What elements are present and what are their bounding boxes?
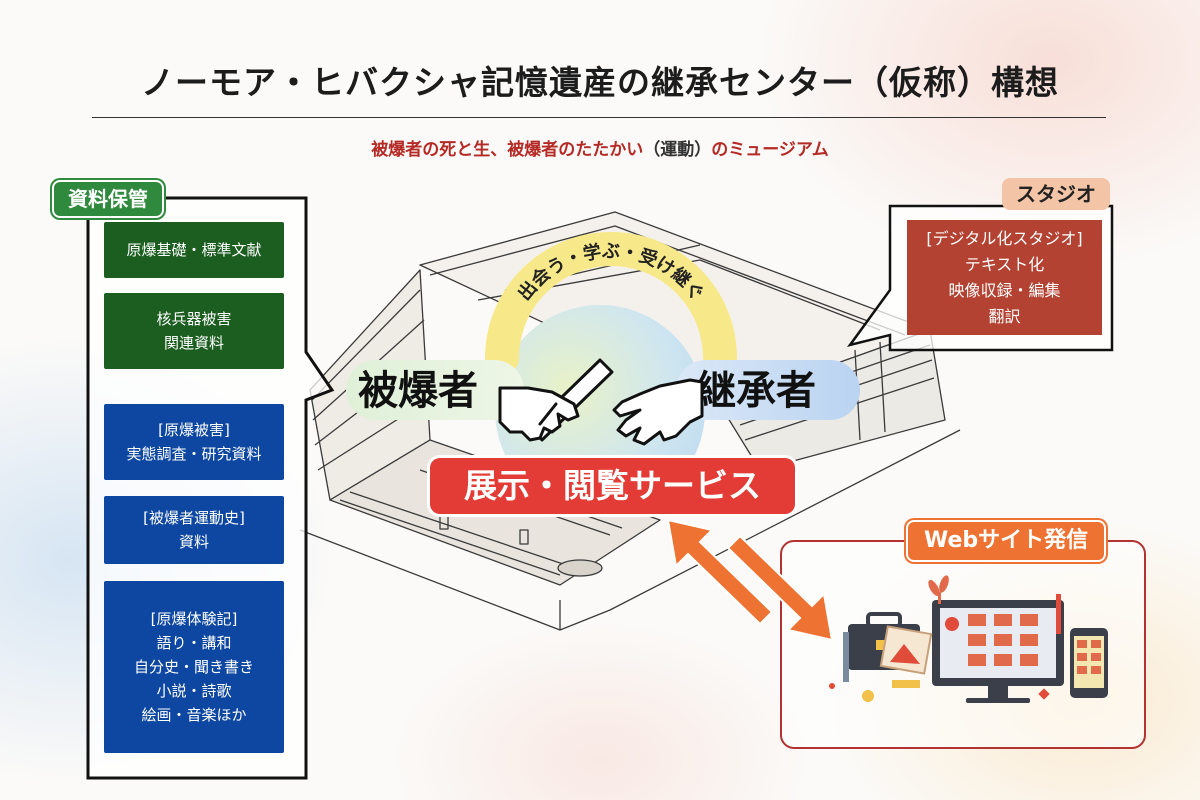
hibakusha-label: 被爆者 (358, 368, 478, 414)
archive-box-line: [被爆者運動史] (143, 509, 245, 527)
page-title: ノーモア・ヒバクシャ記憶遺産の継承センター（仮称）構想 (141, 63, 1059, 102)
page-subtitle: 被爆者の死と生、被爆者のたたかい（運動）のミュージアム (0, 135, 1200, 160)
archive-box-line: [原爆体験記] (150, 610, 238, 628)
archive-box-line: 核兵器被害 (156, 310, 232, 328)
archive-box-line: 語り・講和 (156, 634, 232, 652)
studio-line: 映像収録・編集 (948, 280, 1061, 300)
subtitle-part2: （運動） (643, 140, 712, 160)
archive-box-line: 絵画・音楽ほか (141, 706, 247, 724)
archive-box-line: 関連資料 (163, 334, 224, 352)
exhibit-service-banner: 展示・閲覧サービス (430, 458, 795, 514)
archive-box-basic: 原爆基礎・標準文献 (104, 222, 284, 278)
studio-line: テキスト化 (964, 254, 1045, 274)
archive-box-line: 資料 (178, 533, 209, 551)
archive-box-line: 実態調査・研究資料 (126, 445, 262, 463)
archive-tag: 資料保管 (52, 180, 164, 218)
studio-line: 翻訳 (988, 306, 1021, 326)
right-word-pill (676, 360, 860, 420)
archive-box-line: 小説・詩歌 (156, 682, 232, 700)
successor-label: 継承者 (696, 368, 816, 414)
web-tag: Webサイト発信 (906, 520, 1107, 562)
subtitle-part3: のミュージアム (711, 140, 829, 160)
picture-frame-icon (879, 625, 933, 675)
title-divider (92, 117, 1106, 118)
subtitle-part1: 被爆者の死と生、被爆者のたたかい (371, 140, 644, 160)
archive-box-line: 原爆基礎・標準文献 (126, 241, 262, 259)
archive-box-line: 自分史・聞き書き (133, 658, 254, 676)
studio-line: [デジタル化スタジオ] (926, 228, 1083, 248)
pencil-icon (843, 594, 1061, 682)
archive-box-damage: [原爆被害] 実態調査・研究資料 (104, 404, 284, 480)
plant-icon (928, 575, 949, 604)
monitor-icon (932, 600, 1064, 703)
archive-box-movement: [被爆者運動史] 資料 (104, 496, 284, 564)
archive-box-testimony: [原爆体験記] 語り・講和 自分史・聞き書き 小説・詩歌 絵画・音楽ほか (104, 581, 284, 753)
decorative-dots-icon (829, 680, 1050, 702)
smartphone-icon (1070, 628, 1108, 698)
studio-tag: スタジオ (1002, 178, 1110, 210)
archive-box-nuclear: 核兵器被害 関連資料 (104, 293, 284, 369)
left-word-pill (346, 360, 524, 420)
archive-box-line: [原爆被害] (158, 421, 230, 439)
studio-box: [デジタル化スタジオ] テキスト化 映像収録・編集 翻訳 (907, 220, 1102, 335)
